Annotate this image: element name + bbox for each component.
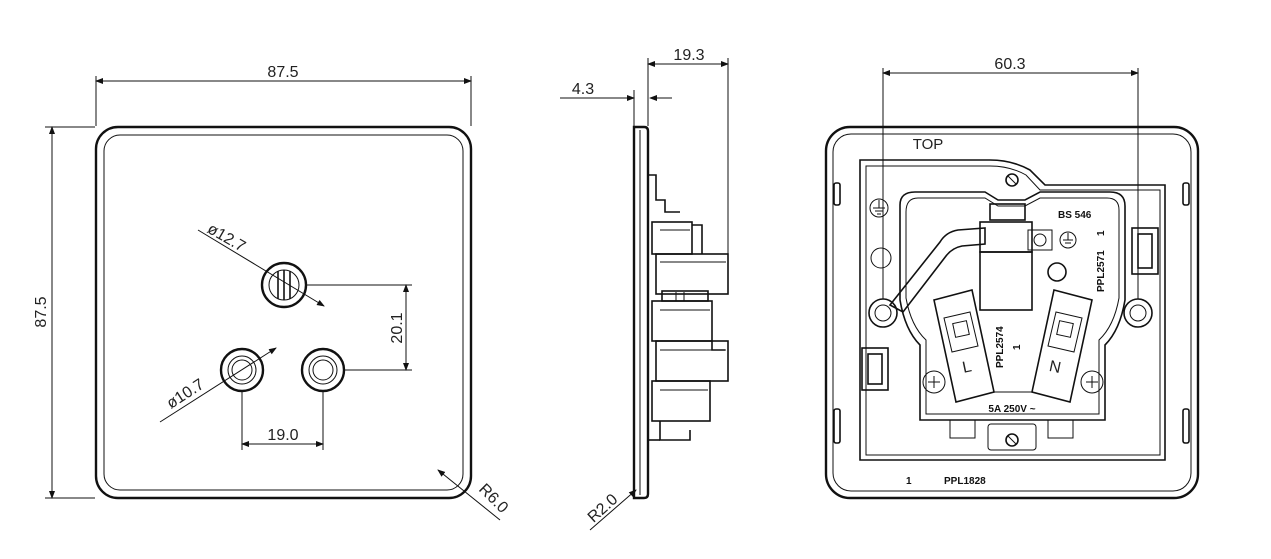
width-label: 87.5 <box>267 64 298 81</box>
top-marking: TOP <box>913 136 944 153</box>
plate-part-rev: 1 <box>906 476 912 487</box>
plate-thickness-label: 4.3 <box>572 81 594 98</box>
rear-plate-outer <box>824 125 1200 500</box>
fixing-hole-right <box>1123 298 1153 328</box>
side-view: 19.3 4.3 R2.0 <box>560 47 729 531</box>
pin-diameter-label: ø10.7 <box>164 376 208 413</box>
faceplate-inner <box>103 134 464 491</box>
rear-view: TOP <box>824 56 1200 500</box>
live-marking: L <box>961 358 973 376</box>
side-radius-label: R2.0 <box>585 491 622 526</box>
mounting-frame <box>859 159 1166 461</box>
neutral-terminal <box>1031 289 1104 403</box>
height-label: 87.5 <box>33 296 50 327</box>
corner-radius-label: R6.0 <box>475 481 511 517</box>
fixing-hole-left <box>868 298 898 328</box>
side-plate <box>632 125 650 500</box>
earth-diameter-label: ø12.7 <box>204 221 248 256</box>
part-marking-1: PPL2571 <box>1096 250 1107 292</box>
fixing-centres-label: 60.3 <box>994 56 1025 73</box>
earth-symbol-icon <box>869 198 889 218</box>
neutral-marking: N <box>1048 358 1063 377</box>
vertical-spacing-label: 20.1 <box>389 312 406 343</box>
part-marking-2: PPL2574 <box>995 326 1006 368</box>
front-view: 87.5 87.5 ø12.7 ø10.7 <box>33 64 511 521</box>
plate-part-marking: PPL1828 <box>944 476 986 487</box>
horizontal-spacing-label: 19.0 <box>267 427 298 444</box>
side-body <box>648 174 729 441</box>
neutral-socket <box>300 347 346 393</box>
live-terminal <box>922 289 995 403</box>
standard-marking: BS 546 <box>1058 210 1092 221</box>
side-slots <box>833 182 1190 444</box>
earth-terminal-symbol-icon <box>1059 231 1077 249</box>
depth-label: 19.3 <box>673 47 704 64</box>
part-marking-1-rev: 1 <box>1096 230 1107 236</box>
faceplate-outer <box>94 125 473 500</box>
rating-marking: 5A 250V ~ <box>988 404 1035 415</box>
part-marking-2-rev: 1 <box>1012 344 1023 350</box>
earth-socket <box>260 261 308 309</box>
